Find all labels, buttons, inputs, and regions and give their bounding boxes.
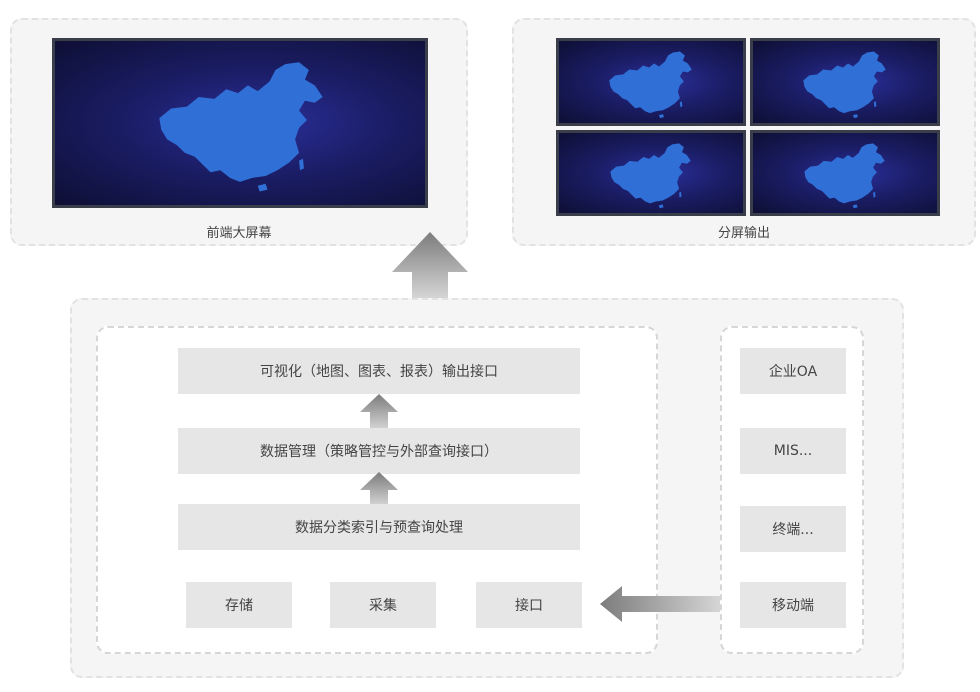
split-screen-2 (750, 38, 940, 126)
source-enterprise-oa: 企业OA (740, 348, 846, 394)
data-management: 数据管理（策略管控与外部查询接口） (178, 428, 580, 474)
china-map-icon (159, 62, 323, 192)
china-map-icon (803, 51, 886, 119)
split-screen-caption: 分屏输出 (717, 226, 770, 241)
visual-output-interface: 可视化（地图、图表、报表）输出接口 (178, 348, 580, 394)
storage-box: 存储 (186, 582, 292, 628)
collection-box: 采集 (330, 582, 436, 628)
china-map-icon (804, 143, 885, 209)
system-panel: 可视化（地图、图表、报表）输出接口 数据管理（策略管控与外部查询接口） 数据分类… (70, 298, 904, 678)
interface-box: 接口 (476, 582, 582, 628)
platform-stack: 可视化（地图、图表、报表）输出接口 数据管理（策略管控与外部查询接口） 数据分类… (96, 326, 658, 654)
main-screen-caption: 前端大屏幕 (206, 226, 272, 241)
split-screen-panel: 分屏输出 (512, 18, 976, 246)
split-screen-3 (556, 130, 746, 216)
china-map-icon (609, 51, 692, 119)
gradient-arrow-icon (600, 586, 724, 622)
split-screen-1 (556, 38, 746, 126)
gradient-arrow-icon (360, 472, 398, 510)
sources-column: 企业OA MIS... 终端... 移动端 (720, 326, 864, 654)
gradient-arrow-icon (392, 232, 468, 306)
china-map-icon (610, 143, 691, 209)
split-screen-4 (750, 130, 940, 216)
source-mis: MIS... (740, 428, 846, 474)
data-indexing: 数据分类索引与预查询处理 (178, 504, 580, 550)
main-screen-panel: 前端大屏幕 (10, 18, 468, 246)
source-terminal: 终端... (740, 506, 846, 552)
main-screen (52, 38, 428, 208)
gradient-arrow-icon (360, 394, 398, 434)
source-mobile: 移动端 (740, 582, 846, 628)
